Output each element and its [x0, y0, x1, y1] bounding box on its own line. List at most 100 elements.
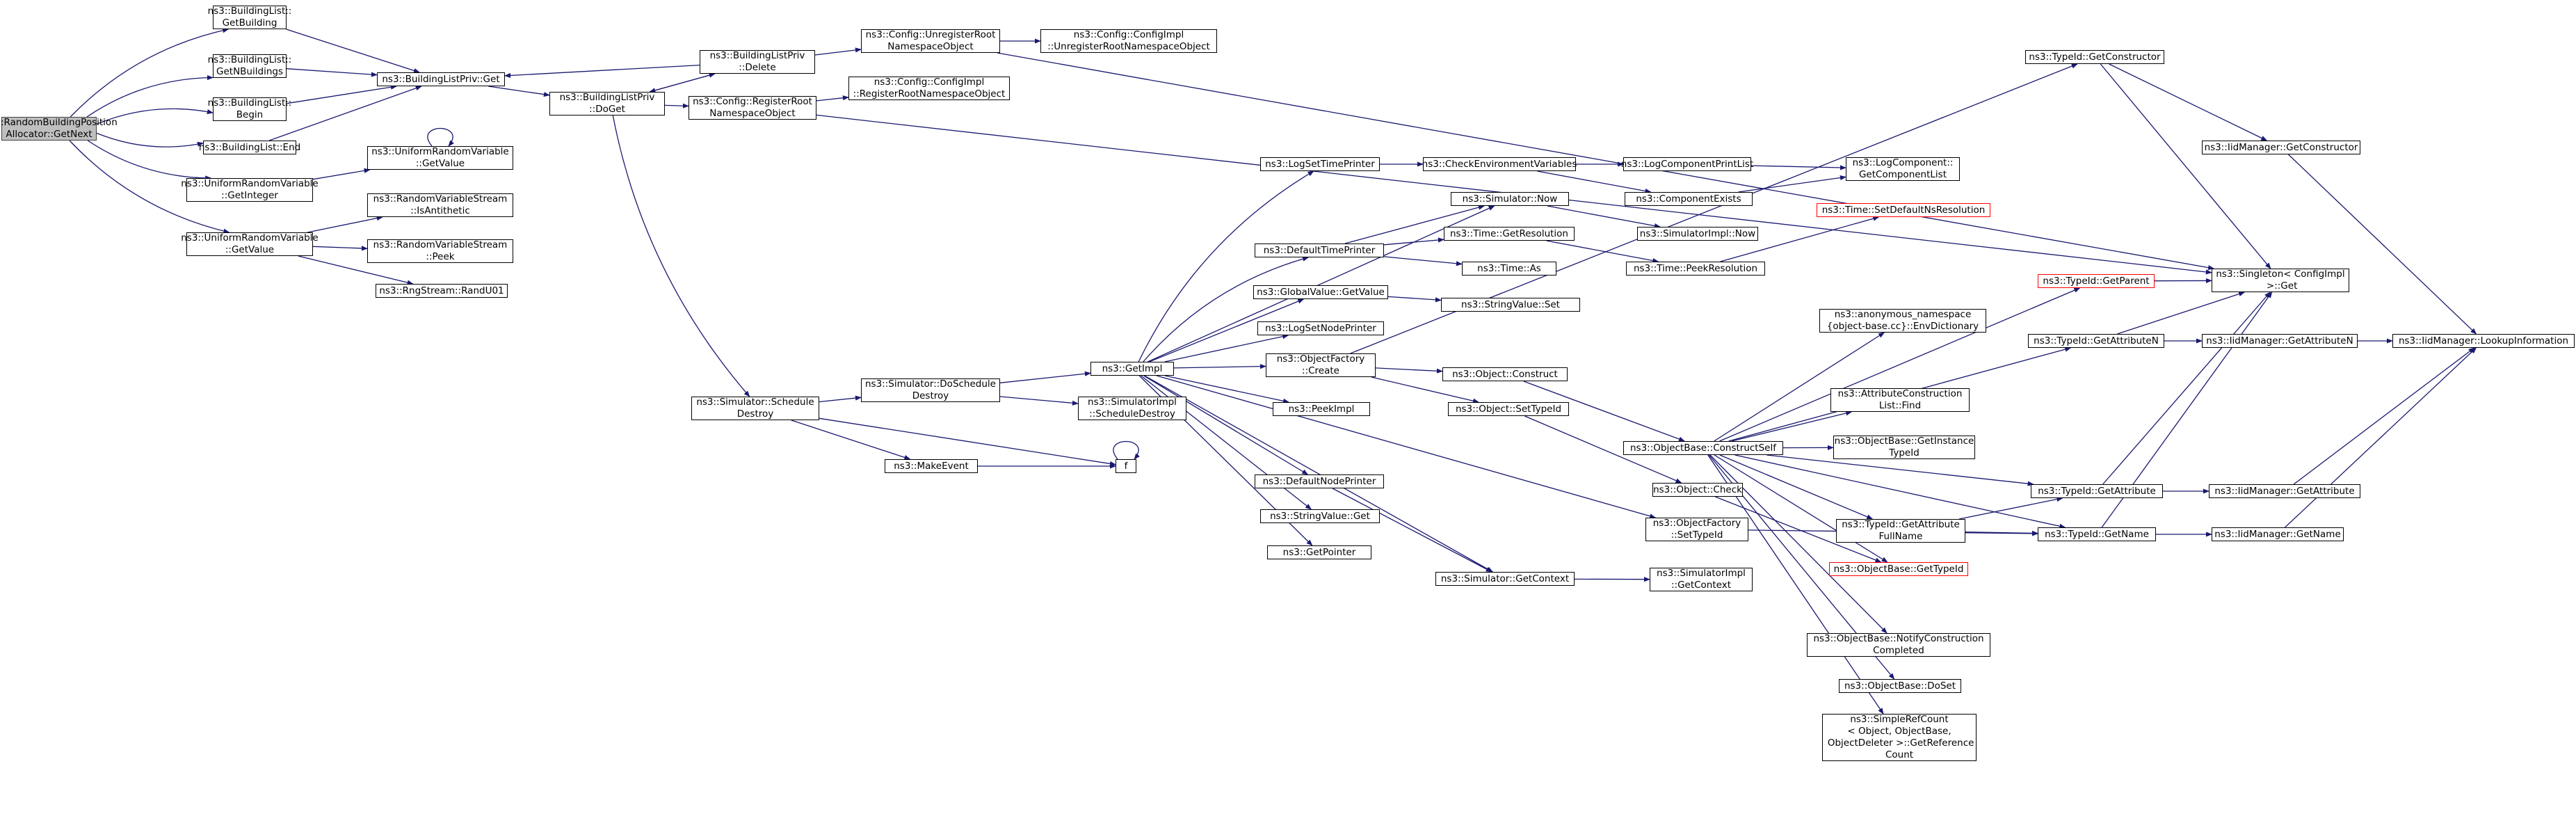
node-tid-getctor[interactable]: ns3::TypeId::GetConstructor — [2025, 50, 2164, 64]
node-sim-now[interactable]: ns3::Simulator::Now — [1451, 192, 1569, 206]
edge-ob-constructself-to-tid-getattr — [1766, 454, 2034, 486]
edge-ob-constructself-to-simplerefcount — [1707, 454, 1884, 715]
node-defaultnode[interactable]: ns3::DefaultNodePrinter — [1255, 474, 1384, 488]
node-iid-lookup[interactable]: ns3::IidManager::LookupInformation — [2392, 334, 2575, 348]
node-simimpl-getctx[interactable]: ns3::SimulatorImpl ::GetContext — [1650, 568, 1753, 591]
node-simimpl-sched[interactable]: ns3::SimulatorImpl ::ScheduleDestroy — [1078, 397, 1186, 420]
node-time-setdef[interactable]: ns3::Time::SetDefaultNsResolution — [1817, 203, 1990, 217]
edge-root-to-urv-getval2 — [69, 140, 230, 234]
node-ob-getinst[interactable]: ns3::ObjectBase::GetInstance TypeId — [1833, 436, 1975, 459]
node-cfg-reg[interactable]: ns3::Config::RegisterRoot NamespaceObjec… — [689, 96, 816, 120]
node-peekimpl[interactable]: ns3::PeekImpl — [1273, 402, 1370, 416]
edge-iid-getctor-to-iid-lookup — [2288, 154, 2477, 335]
node-acl-find[interactable]: ns3::AttributeConstruction List::Find — [1830, 388, 1970, 412]
node-obj-construct[interactable]: ns3::Object::Construct — [1442, 367, 1568, 381]
node-logsetnode[interactable]: ns3::LogSetNodePrinter — [1257, 321, 1384, 335]
node-rvs-peek[interactable]: ns3::RandomVariableStream ::Peek — [367, 239, 513, 263]
edge-ob-constructself-to-tid-getname — [1734, 454, 2066, 529]
node-cfgimpl-unreg[interactable]: ns3::Config::ConfigImpl ::UnregisterRoot… — [1040, 29, 1217, 53]
node-iid-getname[interactable]: ns3::IidManager::GetName — [2212, 527, 2344, 541]
edge-of-create-to-obj-construct — [1375, 367, 1443, 374]
node-logcomp-get[interactable]: ns3::LogComponent:: GetComponentList — [1846, 157, 1960, 181]
node-time-peekres[interactable]: ns3::Time::PeekResolution — [1626, 262, 1765, 276]
node-urv-getint[interactable]: ns3::UniformRandomVariable ::GetInteger — [181, 178, 319, 202]
node-f[interactable]: f — [1116, 459, 1136, 473]
edge-tid-getattrn-to-singleton-get — [2117, 292, 2246, 335]
edge-time-peekres-to-time-setdef — [1720, 216, 1880, 262]
edge-f-to-f — [1113, 441, 1140, 460]
node-sv-set[interactable]: ns3::StringValue::Set — [1441, 298, 1580, 312]
node-ob-gettid[interactable]: ns3::ObjectBase::GetTypeId — [1829, 562, 1968, 576]
edge-defaulttime-to-time-as — [1383, 256, 1463, 266]
edge-sim-now-to-simimpl-now — [1547, 205, 1661, 229]
edge-tid-getctor-to-iid-getctor — [2109, 63, 2268, 141]
node-ob-constructself[interactable]: ns3::ObjectBase::ConstructSelf — [1623, 441, 1783, 455]
node-urv-getval[interactable]: ns3::UniformRandomVariable ::GetValue — [367, 146, 513, 170]
node-logsettime[interactable]: ns3::LogSetTimePrinter — [1260, 157, 1380, 171]
node-simplerefcount[interactable]: ns3::SimpleRefCount < Object, ObjectBase… — [1822, 714, 1977, 761]
edge-getimpl-to-sim-now — [1148, 205, 1495, 362]
edge-ob-constructself-to-acl-find — [1731, 410, 1853, 442]
node-obj-check[interactable]: ns3::Object::Check — [1652, 483, 1743, 497]
node-singleton-get[interactable]: ns3::Singleton< ConfigImpl >::Get — [2212, 269, 2349, 292]
edge-ob-constructself-to-ob-notify — [1709, 454, 1887, 634]
node-anon-envdict[interactable]: ns3::anonymous_namespace {object-base.cc… — [1819, 309, 1986, 333]
edge-bl-begin-to-blp-get — [286, 84, 397, 104]
edge-urv-getval2-to-rvs-anti — [307, 216, 383, 233]
node-iid-getattr[interactable]: ns3::IidManager::GetAttribute — [2209, 484, 2360, 498]
node-tid-getname[interactable]: ns3::TypeId::GetName — [2038, 527, 2156, 541]
node-tid-getattrfull[interactable]: ns3::TypeId::GetAttribute FullName — [1836, 519, 1965, 543]
node-iid-getattrn[interactable]: ns3::IidManager::GetAttributeN — [2202, 334, 2358, 348]
node-getimpl[interactable]: ns3::GetImpl — [1090, 362, 1174, 376]
node-blp-doget[interactable]: ns3::BuildingListPriv ::DoGet — [549, 92, 665, 115]
edge-blp-delete-to-blp-get — [504, 64, 700, 79]
edge-gv-getvalue-to-sv-set — [1387, 296, 1442, 303]
node-sim-sched[interactable]: ns3::Simulator::Schedule Destroy — [691, 397, 819, 420]
node-compexists[interactable]: ns3::ComponentExists — [1625, 192, 1753, 206]
node-cfgimpl-reg[interactable]: ns3::Config::ConfigImpl ::RegisterRootNa… — [848, 77, 1010, 100]
node-time-getres[interactable]: ns3::Time::GetResolution — [1444, 227, 1575, 241]
node-sv-get[interactable]: ns3::StringValue::Get — [1260, 509, 1380, 523]
node-logcomplist[interactable]: ns3::LogComponentPrintList — [1621, 157, 1753, 171]
node-bl-begin[interactable]: ns3::BuildingList:: Begin — [207, 97, 292, 121]
node-of-settypeid[interactable]: ns3::ObjectFactory ::SetTypeId — [1645, 518, 1748, 541]
node-iid-getctor[interactable]: ns3::IidManager::GetConstructor — [2202, 141, 2360, 154]
edge-defaulttime-to-sim-now — [1344, 205, 1485, 244]
node-of-create[interactable]: ns3::ObjectFactory ::Create — [1266, 353, 1376, 377]
node-cfg-unreg[interactable]: ns3::Config::UnregisterRoot NamespaceObj… — [861, 29, 1000, 53]
node-makeevent[interactable]: ns3::MakeEvent — [885, 459, 978, 473]
node-obj-settypeid[interactable]: ns3::Object::SetTypeId — [1448, 402, 1569, 416]
node-tid-getparent[interactable]: ns3::TypeId::GetParent — [2038, 274, 2155, 288]
edge-urv-getval-to-urv-getval — [427, 128, 454, 147]
node-ob-doset[interactable]: ns3::ObjectBase::DoSet — [1839, 679, 1961, 693]
node-bl-getnb[interactable]: ns3::BuildingList:: GetNBuildings — [207, 54, 292, 78]
node-defaulttime[interactable]: ns3::DefaultTimePrinter — [1255, 244, 1384, 257]
node-blp-get[interactable]: ns3::BuildingListPriv::Get — [377, 72, 505, 86]
edge-getimpl-to-logsetnode — [1164, 334, 1289, 362]
node-tid-getattrn[interactable]: ns3::TypeId::GetAttributeN — [2028, 334, 2164, 348]
node-ob-notify[interactable]: ns3::ObjectBase::NotifyConstruction Comp… — [1807, 633, 1990, 657]
node-bl-end[interactable]: ns3::BuildingList::End — [199, 141, 300, 154]
edge-defaultnode-to-sim-getctx — [1332, 488, 1492, 573]
edge-cfg-unreg-to-singleton-get — [997, 52, 2214, 271]
node-sim-getctx[interactable]: ns3::Simulator::GetContext — [1435, 572, 1575, 586]
node-bl-getbuilding[interactable]: ns3::BuildingList:: GetBuilding — [207, 6, 292, 29]
node-checkenv[interactable]: ns3::CheckEnvironmentVariables — [1422, 157, 1577, 171]
edge-bl-getnb-to-blp-get — [286, 68, 378, 77]
node-gv-getvalue[interactable]: ns3::GlobalValue::GetValue — [1253, 285, 1388, 299]
node-sim-dosched[interactable]: ns3::Simulator::DoSchedule Destroy — [861, 378, 1000, 402]
node-simimpl-now[interactable]: ns3::SimulatorImpl::Now — [1637, 227, 1758, 241]
node-rng[interactable]: ns3::RngStream::RandU01 — [376, 284, 508, 298]
node-getpointer[interactable]: ns3::GetPointer — [1267, 545, 1371, 559]
edge-cfg-reg-to-cfgimpl-reg — [816, 95, 849, 102]
node-tid-getattr[interactable]: ns3::TypeId::GetAttribute — [2031, 484, 2163, 498]
edge-checkenv-to-compexists — [1537, 170, 1652, 194]
node-time-as[interactable]: ns3::Time::As — [1462, 262, 1556, 276]
node-rvs-anti[interactable]: ns3::RandomVariableStream ::IsAntithetic — [367, 193, 513, 217]
edge-blp-delete-to-blp-doget — [649, 73, 715, 93]
edge-time-getres-to-time-peekres — [1546, 240, 1659, 264]
edge-tid-getattrfull-to-tid-getname — [1965, 530, 2038, 536]
node-urv-getval2[interactable]: ns3::UniformRandomVariable ::GetValue — [181, 232, 319, 256]
node-blp-delete[interactable]: ns3::BuildingListPriv ::Delete — [700, 50, 815, 74]
